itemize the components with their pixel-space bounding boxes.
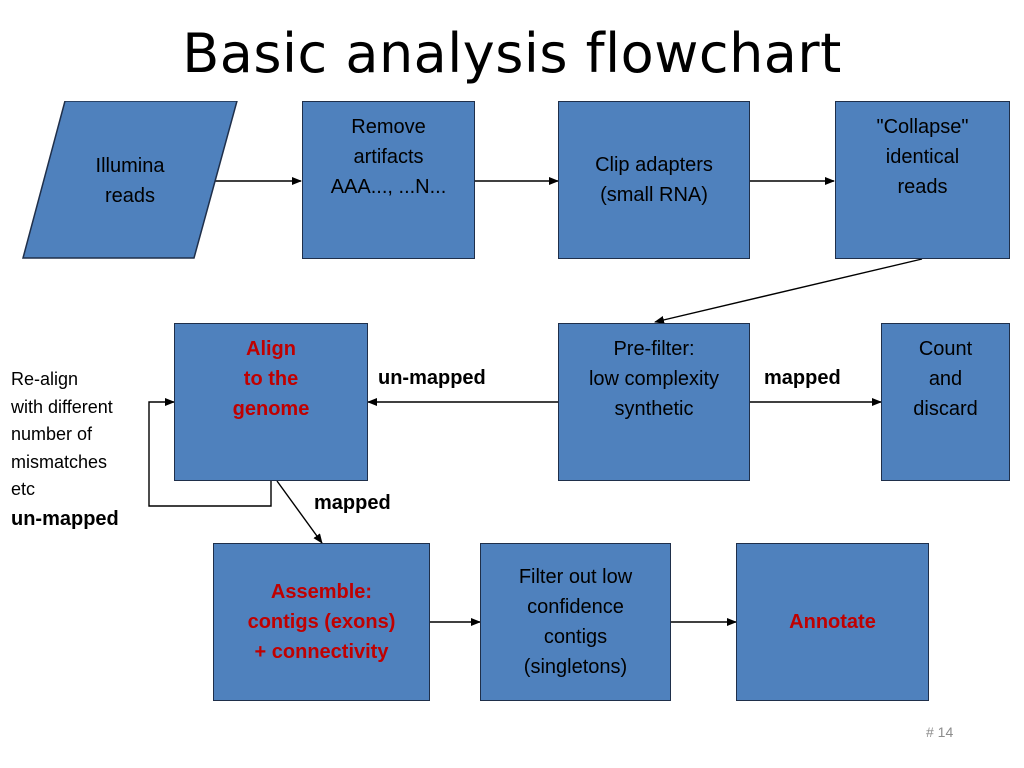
annotate-node: Annotate (736, 543, 929, 701)
edge-label-unmapped: un-mapped (378, 367, 486, 389)
filter-low-confidence-node: Filter out low confidence contigs (singl… (480, 543, 671, 701)
clip-adapters-node: Clip adapters (small RNA) (558, 101, 750, 259)
arrow-align-to-assemble (276, 480, 323, 544)
assemble-node: Assemble: contigs (exons) + connectivity (213, 543, 430, 701)
page-title: Basic analysis flowchart (182, 22, 842, 85)
illumina-reads-node (22, 101, 238, 259)
remove-artifacts-node: Remove artifacts AAA..., ...N... (302, 101, 475, 259)
realign-note: Re-align with different number of mismat… (11, 369, 113, 499)
collapse-reads-node: "Collapse" identical reads (835, 101, 1010, 259)
prefilter-node: Pre-filter: low complexity synthetic (558, 323, 750, 481)
edge-label-mapped-down: mapped (314, 492, 391, 514)
arrow-align-loop-back (148, 398, 272, 507)
edge-label-mapped: mapped (764, 367, 841, 389)
count-discard-node: Count and discard (881, 323, 1010, 481)
illumina-reads-label: Illumina reads (95, 155, 165, 207)
page-number: # 14 (926, 724, 954, 740)
align-genome-node: Align to the genome (174, 323, 368, 481)
arrow-collapse-to-prefilter (654, 258, 923, 324)
edge-label-unmapped-loop: un-mapped (11, 508, 119, 530)
